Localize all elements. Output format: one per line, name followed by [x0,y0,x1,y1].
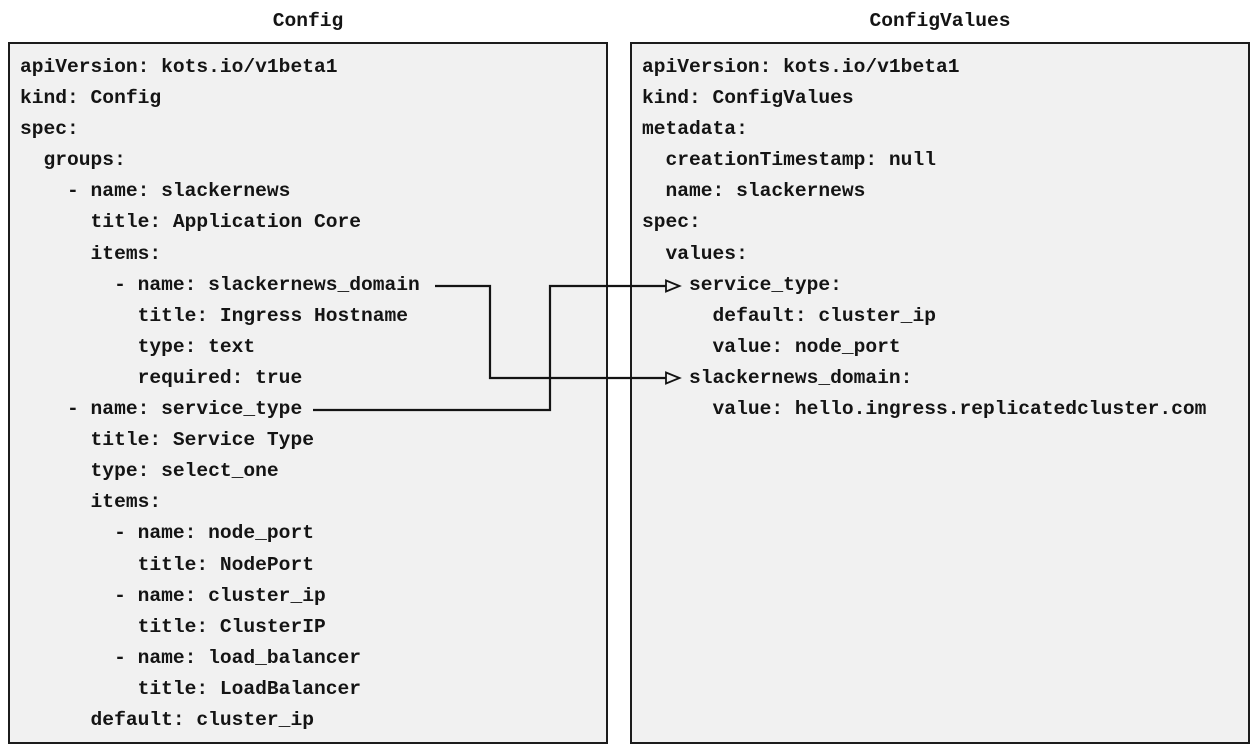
config-panel: apiVersion: kots.io/v1beta1 kind: Config… [8,42,608,744]
config-yaml-code: apiVersion: kots.io/v1beta1 kind: Config… [20,56,420,731]
configvalues-panel-title: ConfigValues [869,10,1011,32]
configvalues-panel: apiVersion: kots.io/v1beta1 kind: Config… [630,42,1250,744]
config-panel-title: Config [272,10,344,32]
configvalues-yaml-code: apiVersion: kots.io/v1beta1 kind: Config… [642,56,1207,421]
